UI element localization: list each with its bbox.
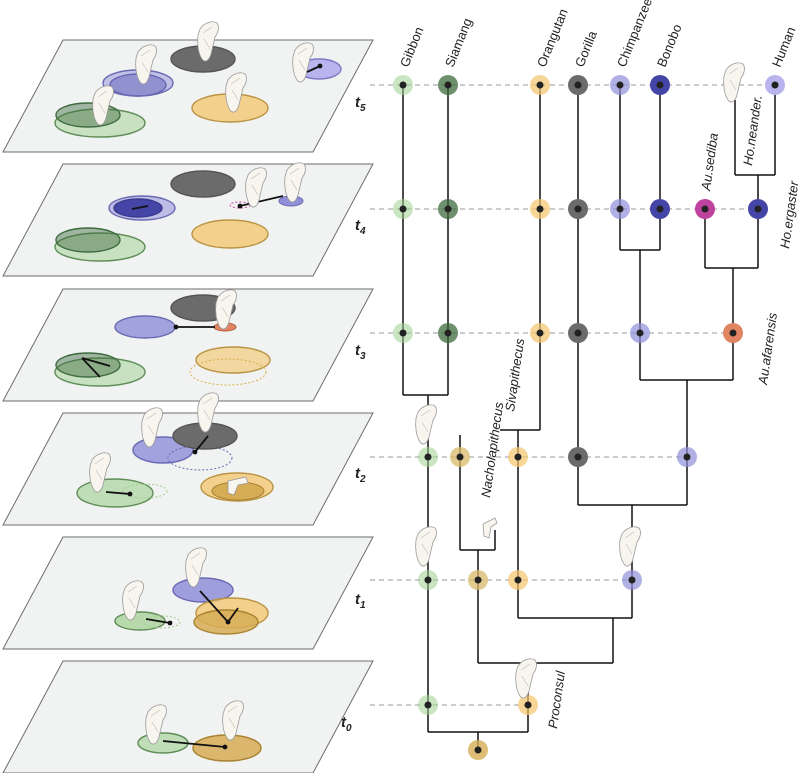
fossil-label-sivapithecus: Sivapithecus	[502, 337, 527, 413]
scapula-icon	[723, 62, 745, 103]
shape-change-arrow	[131, 205, 149, 210]
centroid-dot	[222, 744, 228, 750]
shape-change-arrow	[162, 740, 226, 748]
plane-t1	[2, 536, 374, 650]
gibbon-previous-region	[143, 615, 181, 629]
shape-change-arrow	[227, 607, 239, 623]
time-label-t5: t5	[355, 94, 366, 114]
chimp-region	[114, 315, 176, 339]
taxon-label-orangutan: Orangutan	[534, 7, 571, 70]
time-label-t1: t1	[355, 591, 366, 611]
gorilla-region	[170, 170, 236, 198]
taxon-label-gibbon: Gibbon	[397, 25, 427, 69]
siamang-region	[55, 102, 121, 128]
shape-change-arrow	[199, 590, 229, 623]
fossil-label-ho-neander: Ho.neander.	[740, 94, 765, 166]
centroid-dot	[317, 63, 323, 69]
orangutan-region	[191, 219, 269, 249]
scapula-icon	[415, 526, 437, 567]
shape-change-arrow	[239, 195, 284, 207]
plane-t2	[2, 392, 374, 526]
taxon-label-gorilla: Gorilla	[572, 28, 600, 69]
tree-nodes	[393, 75, 785, 760]
plane-surface	[2, 660, 374, 773]
shape-change-arrow	[81, 357, 111, 367]
centroid-dot	[225, 619, 231, 625]
orangutan-region	[195, 346, 271, 374]
shape-change-arrow	[194, 435, 209, 453]
centroid-dot	[192, 449, 198, 455]
fossil-label-ho-ergaster: Ho.ergaster	[777, 179, 799, 249]
centroid-dot	[167, 620, 173, 626]
shape-change-arrow	[145, 618, 171, 624]
taxon-label-siamang: Siamang	[442, 16, 475, 69]
shape-change-arrow	[81, 357, 101, 378]
time-label-t2: t2	[355, 465, 366, 485]
plane-t5	[2, 21, 374, 153]
plane-t3	[2, 288, 374, 402]
fossil-label-proconsul: Proconsul	[545, 669, 568, 729]
phylogenetic-tree	[402, 85, 776, 750]
scapula-icon	[515, 658, 537, 699]
scapula-icon	[227, 476, 249, 496]
time-label-t4: t4	[355, 217, 366, 237]
time-label-t3: t3	[355, 342, 366, 362]
orangutan-previous-region	[189, 358, 267, 386]
gibbon-region	[54, 357, 146, 387]
tree-scapula-icons	[415, 62, 745, 699]
plane-t4	[2, 162, 374, 277]
shape-change-arrow	[105, 491, 131, 495]
fossil-label-au-sediba: Au.sediba	[698, 132, 721, 192]
fossil-label-nacholapithecus: Nacholapithecus	[478, 401, 506, 499]
siamang-region	[55, 227, 121, 253]
gibbon-region	[54, 232, 146, 262]
taxon-label-bonobo: Bonobo	[654, 22, 685, 69]
centroid-dot	[237, 203, 243, 209]
morphospace-planes	[2, 21, 374, 773]
taxa-labels: Gibbon Siamang Orangutan Gorilla Chimpan…	[397, 0, 799, 69]
centroid-dot	[173, 324, 179, 330]
time-labels: t0 t1 t2 t3 t4 t5	[341, 94, 366, 734]
gibbon-previous-region	[122, 483, 168, 499]
chimp-region	[172, 577, 234, 603]
fossil-label-au-afarensis: Au.afarensis	[755, 311, 780, 386]
scapula-icon	[482, 517, 498, 539]
taxon-label-human: Human	[769, 25, 799, 69]
scapula-icon	[415, 404, 437, 445]
time-label-t0: t0	[341, 714, 352, 734]
centroid-dot	[127, 491, 133, 497]
fossil-labels: Au.sediba Ho.neander. Ho.ergaster Au.afa…	[478, 94, 799, 729]
scapula-icon	[619, 526, 641, 567]
taxon-label-chimpanzee: Chimpanzee	[614, 0, 655, 69]
plane-t0	[2, 660, 374, 773]
